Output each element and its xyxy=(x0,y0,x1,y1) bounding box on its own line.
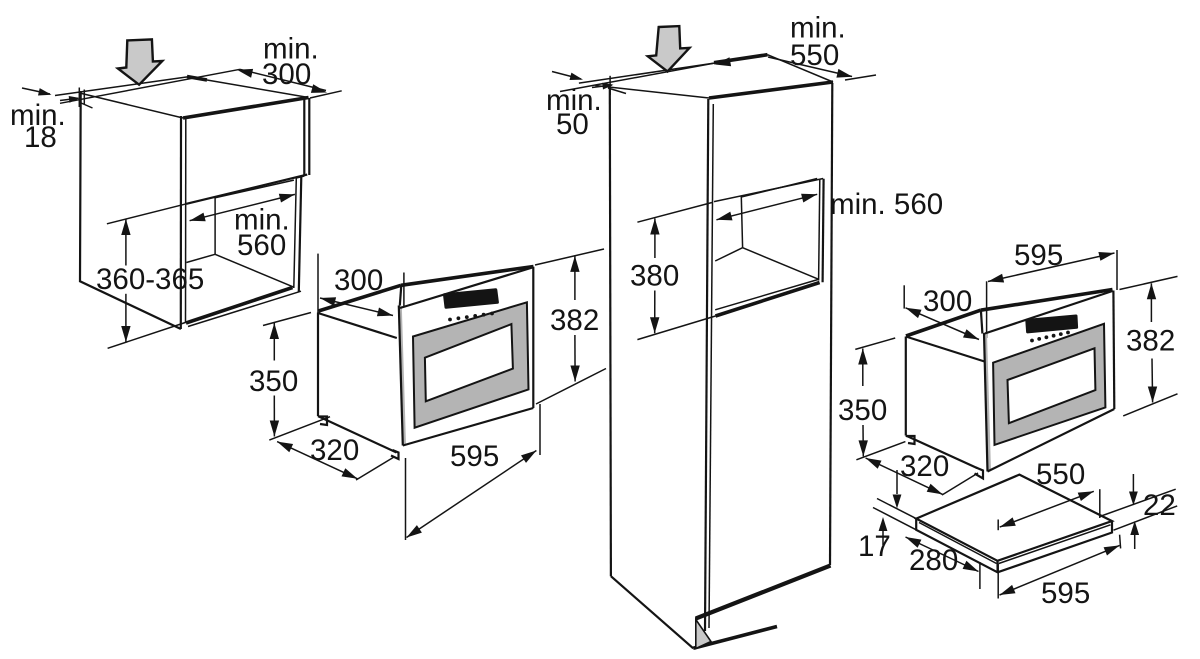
svg-text:550: 550 xyxy=(790,39,839,72)
svg-text:min.: min. xyxy=(263,33,319,66)
svg-text:min.: min. xyxy=(10,99,66,132)
svg-text:320: 320 xyxy=(900,450,949,483)
svg-text:560: 560 xyxy=(237,229,286,262)
svg-text:595: 595 xyxy=(1014,239,1063,272)
svg-text:280: 280 xyxy=(909,544,958,577)
svg-text:320: 320 xyxy=(310,434,359,467)
svg-text:595: 595 xyxy=(450,440,499,473)
svg-text:18: 18 xyxy=(24,121,57,154)
svg-text:380: 380 xyxy=(630,260,679,293)
svg-text:300: 300 xyxy=(334,264,383,297)
svg-text:min.: min. xyxy=(790,12,846,45)
svg-text:550: 550 xyxy=(1036,458,1085,491)
svg-text:17: 17 xyxy=(858,530,891,563)
svg-text:22: 22 xyxy=(1143,489,1176,522)
svg-text:300: 300 xyxy=(923,285,972,318)
svg-text:360-365: 360-365 xyxy=(96,263,204,296)
svg-text:min.: min. xyxy=(234,204,290,237)
svg-text:382: 382 xyxy=(1126,325,1175,358)
svg-text:300: 300 xyxy=(262,58,311,91)
svg-text:min. 560: min. 560 xyxy=(830,188,943,221)
svg-text:382: 382 xyxy=(550,304,599,337)
svg-text:min.: min. xyxy=(546,84,602,117)
svg-text:350: 350 xyxy=(838,394,887,427)
svg-text:350: 350 xyxy=(249,365,298,398)
svg-text:50: 50 xyxy=(556,108,589,141)
svg-text:595: 595 xyxy=(1041,577,1090,610)
